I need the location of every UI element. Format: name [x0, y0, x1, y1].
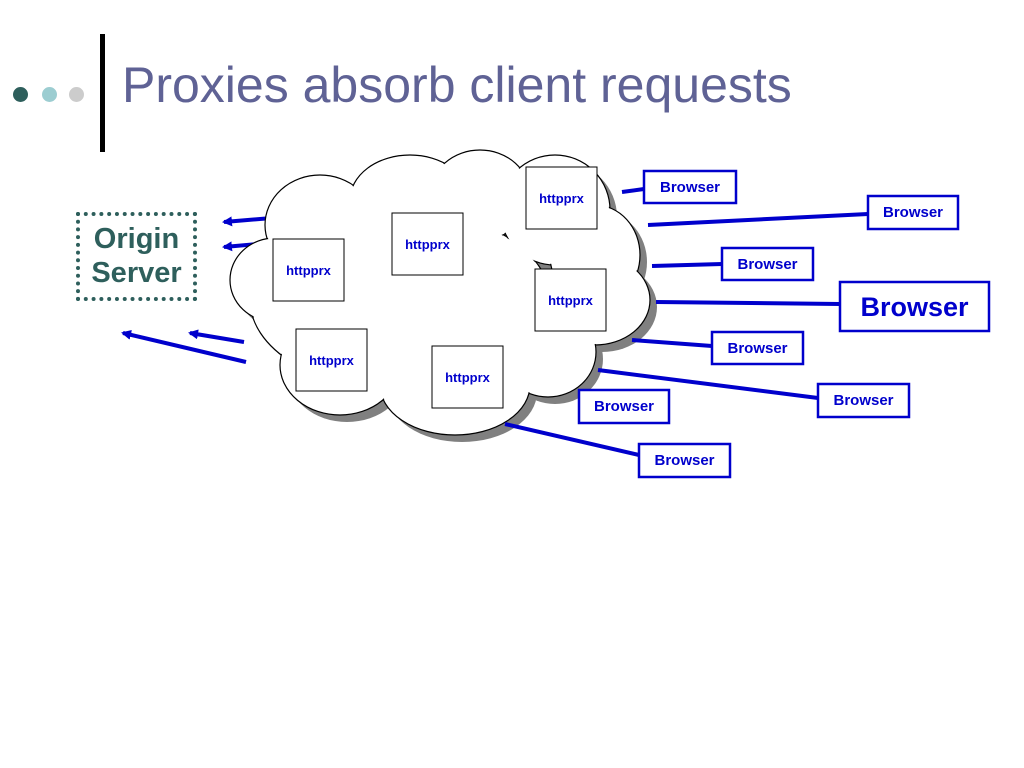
origin-server-label-line2: Server [91, 256, 182, 289]
browser-label: Browser [660, 179, 720, 196]
proxy-box: httpprx [272, 238, 345, 302]
proxy-box: httpprx [525, 166, 598, 230]
proxy-label: httpprx [286, 263, 332, 278]
browser-box: Browser [720, 246, 815, 282]
browser-box: Browser [816, 382, 911, 419]
browser-label: Browser [883, 204, 943, 221]
browser-link [504, 422, 640, 457]
browser-links [504, 187, 869, 457]
bullet-dot [42, 87, 57, 102]
browser-label: Browser [727, 340, 787, 357]
request-arrow [121, 329, 247, 364]
request-arrows [121, 216, 273, 364]
browser-box: Browser [577, 388, 671, 425]
proxy-box: httpprx [431, 345, 504, 409]
browser-box: Browser [838, 280, 991, 333]
proxy-box: httpprx [295, 328, 368, 392]
proxy-label: httpprx [405, 237, 451, 252]
browser-link [597, 368, 819, 400]
browser-link [655, 300, 841, 306]
slide-title: Proxies absorb client requests [122, 57, 792, 113]
browser-box: Browser [866, 194, 960, 231]
browser-link [647, 212, 869, 227]
browser-link [621, 187, 645, 194]
browser-box: Browser [637, 442, 732, 479]
browser-link [651, 262, 723, 268]
browser-label: Browser [737, 256, 797, 273]
browser-label: Browser [654, 452, 714, 469]
proxy-box: httpprx [391, 212, 464, 276]
browser-link [631, 338, 713, 348]
origin-server-box: Origin Server [76, 212, 197, 301]
browser-box: Browser [642, 169, 738, 205]
browser-label: Browser [594, 398, 654, 415]
proxy-label: httpprx [548, 293, 594, 308]
bullet-dot [69, 87, 84, 102]
proxy-box: httpprx [534, 268, 607, 332]
origin-server-label-line1: Origin [93, 223, 180, 256]
bullet-dot [13, 87, 28, 102]
title-divider [100, 34, 105, 152]
browser-label: Browser [860, 292, 969, 322]
browser-label: Browser [833, 392, 893, 409]
request-arrow [222, 216, 273, 227]
request-arrow [188, 329, 245, 344]
proxy-label: httpprx [445, 370, 491, 385]
proxy-label: httpprx [309, 353, 355, 368]
proxy-label: httpprx [539, 191, 585, 206]
browser-box: Browser [710, 330, 805, 366]
